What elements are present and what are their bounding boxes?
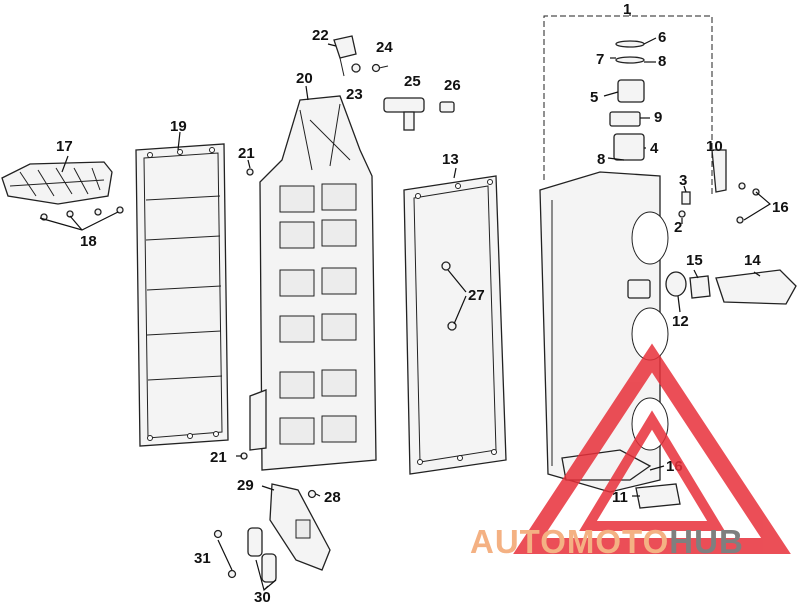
callout-4: 4 — [650, 140, 659, 157]
callout-1: 1 — [623, 1, 631, 18]
part-20-manifold-body — [249, 95, 377, 471]
callout-21-lower: 21 — [210, 449, 227, 466]
part-29-bracket — [247, 483, 331, 583]
callout-17: 17 — [56, 138, 73, 155]
callout-3: 3 — [679, 172, 687, 189]
part-3-pin — [681, 191, 691, 205]
watermark-text-part-a: AUTOMOTO — [470, 523, 669, 560]
part-18-screws — [40, 206, 124, 221]
part-7-ring — [615, 56, 645, 64]
callout-26: 26 — [444, 77, 461, 94]
callout-27: 27 — [468, 287, 485, 304]
callout-31: 31 — [194, 550, 211, 567]
part-11-bracket — [635, 483, 681, 509]
part-19-gasket — [135, 143, 229, 447]
part-23-nut — [351, 63, 361, 73]
callout-2: 2 — [674, 219, 682, 236]
watermark-triangle-inner — [579, 410, 725, 531]
leader-lines — [39, 14, 772, 592]
callout-25: 25 — [404, 73, 421, 90]
part-17-intake-piece — [1, 161, 113, 205]
part-1-group-bracket — [543, 15, 713, 196]
callout-21-upper: 21 — [238, 145, 255, 162]
callout-6: 6 — [658, 29, 666, 46]
watermark-triangle — [513, 343, 791, 554]
watermark-text: AUTOMOTOHUB — [470, 523, 744, 560]
callout-7: 7 — [596, 51, 604, 68]
watermark-text-part-b: HUB — [669, 523, 744, 560]
part-16-screws-upper — [736, 182, 760, 224]
part-4-pump-housing — [613, 133, 645, 161]
watermark-logo — [513, 343, 791, 554]
callout-15: 15 — [686, 252, 703, 269]
callout-8-lower: 8 — [597, 151, 605, 168]
part-10-hose — [711, 149, 727, 193]
callout-23: 23 — [346, 86, 363, 103]
callout-19: 19 — [170, 118, 187, 135]
part-15-fitting — [689, 275, 711, 299]
callout-29: 29 — [237, 477, 254, 494]
callout-16-upper: 16 — [772, 199, 789, 216]
callout-labels: 1 2 3 4 5 6 7 8 8 9 10 11 12 13 14 15 16… — [56, 1, 789, 603]
part-28-bolt — [307, 489, 317, 499]
part-6-ring — [615, 40, 645, 48]
callout-30: 30 — [254, 589, 271, 603]
callout-13: 13 — [442, 151, 459, 168]
part-26-fitting — [439, 101, 455, 113]
callout-18: 18 — [80, 233, 97, 250]
callout-24: 24 — [376, 39, 393, 56]
callout-22: 22 — [312, 27, 329, 44]
part-14-thermostat — [715, 269, 797, 305]
callout-10: 10 — [706, 138, 723, 155]
callout-8-top: 8 — [658, 53, 666, 70]
callout-14: 14 — [744, 252, 761, 269]
part-24-bolt — [371, 63, 389, 73]
callout-20: 20 — [296, 70, 313, 87]
part-12-o-ring — [665, 271, 687, 297]
callout-9: 9 — [654, 109, 662, 126]
part-2-clip — [678, 210, 686, 218]
callout-11: 11 — [612, 489, 628, 506]
part-22-bracket — [333, 35, 357, 77]
callout-28: 28 — [324, 489, 341, 506]
part-9-pump — [609, 111, 641, 127]
part-5-body — [617, 79, 645, 103]
part-31-bolts — [213, 529, 237, 579]
callout-5: 5 — [590, 89, 598, 106]
part-21-screw-upper — [246, 168, 254, 176]
part-25-sensor — [383, 97, 425, 131]
callout-12: 12 — [672, 313, 689, 330]
